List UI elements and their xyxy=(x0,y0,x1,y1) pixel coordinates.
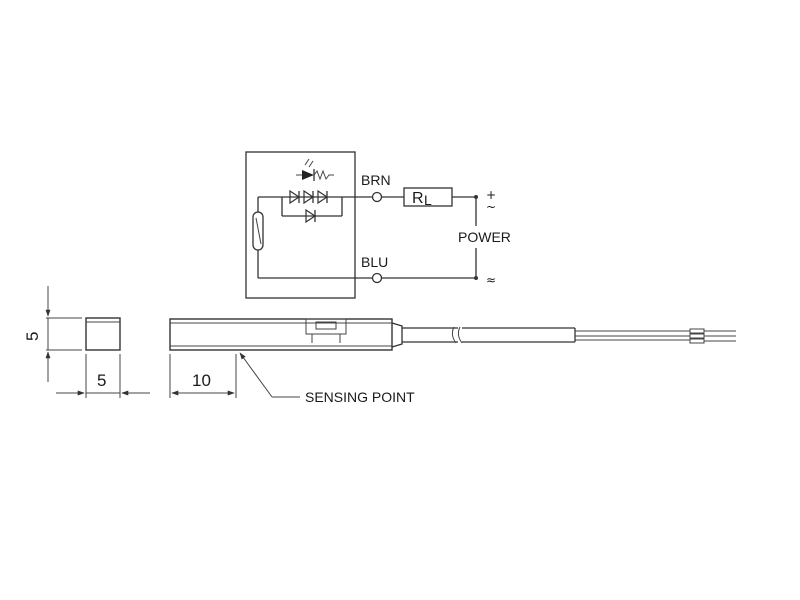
load-resistor-label: R xyxy=(412,190,424,207)
brown-terminal xyxy=(371,191,383,203)
positive-symbol: + xyxy=(486,188,496,202)
sensor-end-view xyxy=(85,317,121,351)
dimension-lines: 5 5 10 xyxy=(23,286,237,398)
load-resistor-subscript: L xyxy=(424,192,432,208)
height-dimension: 5 xyxy=(23,332,42,341)
power-supply: + ~ ≈ POWER xyxy=(458,188,511,287)
width-dimension: 5 xyxy=(97,371,106,390)
blue-wire-label: BLU xyxy=(361,254,388,270)
cable xyxy=(402,326,690,344)
sensing-point-label: SENSING POINT xyxy=(305,389,415,405)
ac-symbol: ~ xyxy=(486,200,496,214)
led-indicator xyxy=(296,158,334,181)
power-negative-terminal xyxy=(474,276,478,280)
wire-ends xyxy=(689,328,736,344)
sensing-offset-dimension: 10 xyxy=(192,371,211,390)
sensor-outline xyxy=(85,317,736,351)
blue-terminal xyxy=(371,272,383,284)
sensor-circuit-box xyxy=(245,151,356,299)
negative-symbol: ≈ xyxy=(486,273,496,287)
protection-diodes xyxy=(281,189,372,224)
reed-switch xyxy=(252,196,372,279)
led-window xyxy=(305,318,347,343)
wiring-diagram: BRN BLU R L + ~ ≈ POWER xyxy=(245,151,511,299)
brown-wire-label: BRN xyxy=(361,172,391,188)
led-resistor xyxy=(313,169,334,181)
sensing-point-callout: SENSING POINT xyxy=(239,352,415,405)
strain-relief xyxy=(391,322,403,348)
power-label: POWER xyxy=(458,229,511,245)
power-positive-terminal xyxy=(474,195,478,199)
sensor-body xyxy=(169,318,393,351)
